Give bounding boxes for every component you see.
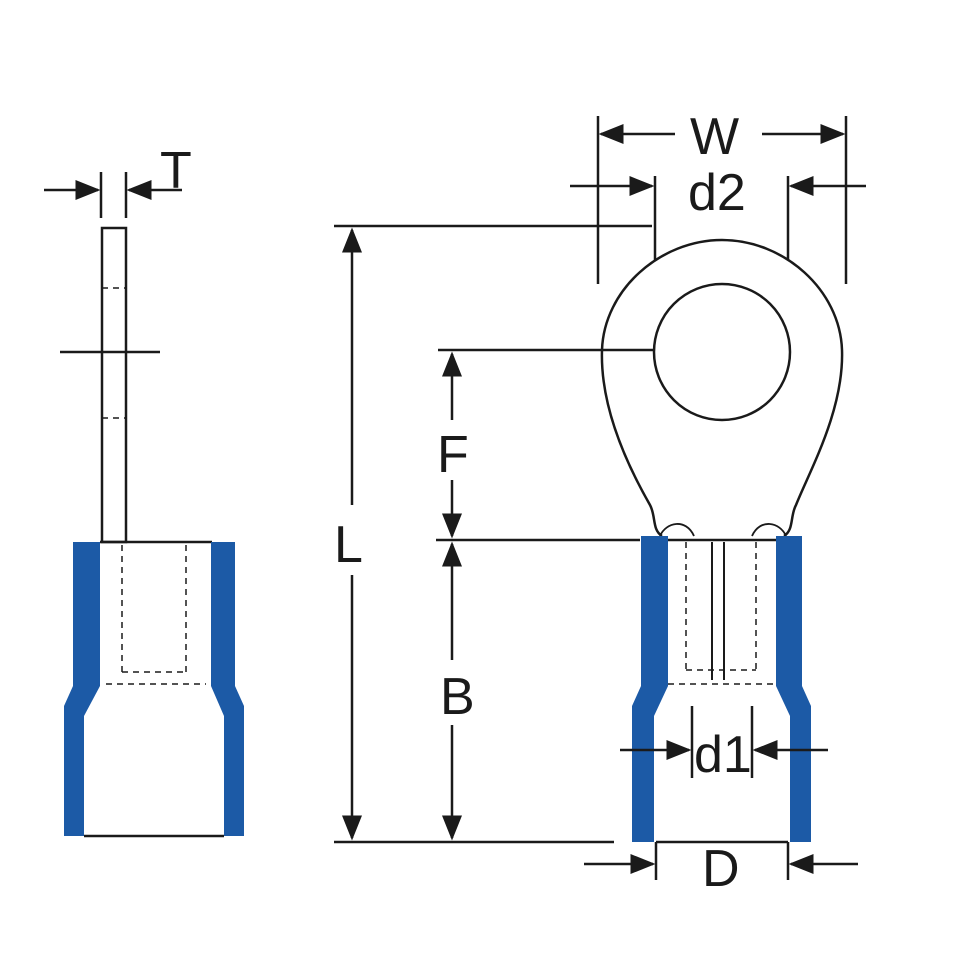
label-l: L <box>334 516 363 574</box>
dimension-d1 <box>620 706 828 778</box>
label-f: F <box>437 426 469 484</box>
tongue-side <box>60 226 160 544</box>
label-b: B <box>440 668 475 726</box>
barrel-side <box>84 540 224 838</box>
side-view: T <box>44 142 244 838</box>
dimension-f <box>436 348 654 542</box>
ring-tongue <box>600 238 844 538</box>
ring-hole <box>652 282 792 422</box>
label-t: T <box>160 142 192 200</box>
dimension-l <box>334 224 652 844</box>
dimension-t <box>44 172 182 218</box>
dimension-d2 <box>570 176 866 272</box>
label-w: W <box>690 108 739 166</box>
front-view: W d2 L F <box>334 108 866 898</box>
label-d: D <box>702 840 740 898</box>
dimension-d <box>584 840 858 880</box>
insulation-side <box>64 542 244 836</box>
barrel-front <box>668 538 778 685</box>
label-d2: d2 <box>688 164 746 222</box>
dimension-w <box>596 116 848 284</box>
insulation-front <box>632 536 811 842</box>
label-d1: d1 <box>694 726 752 784</box>
